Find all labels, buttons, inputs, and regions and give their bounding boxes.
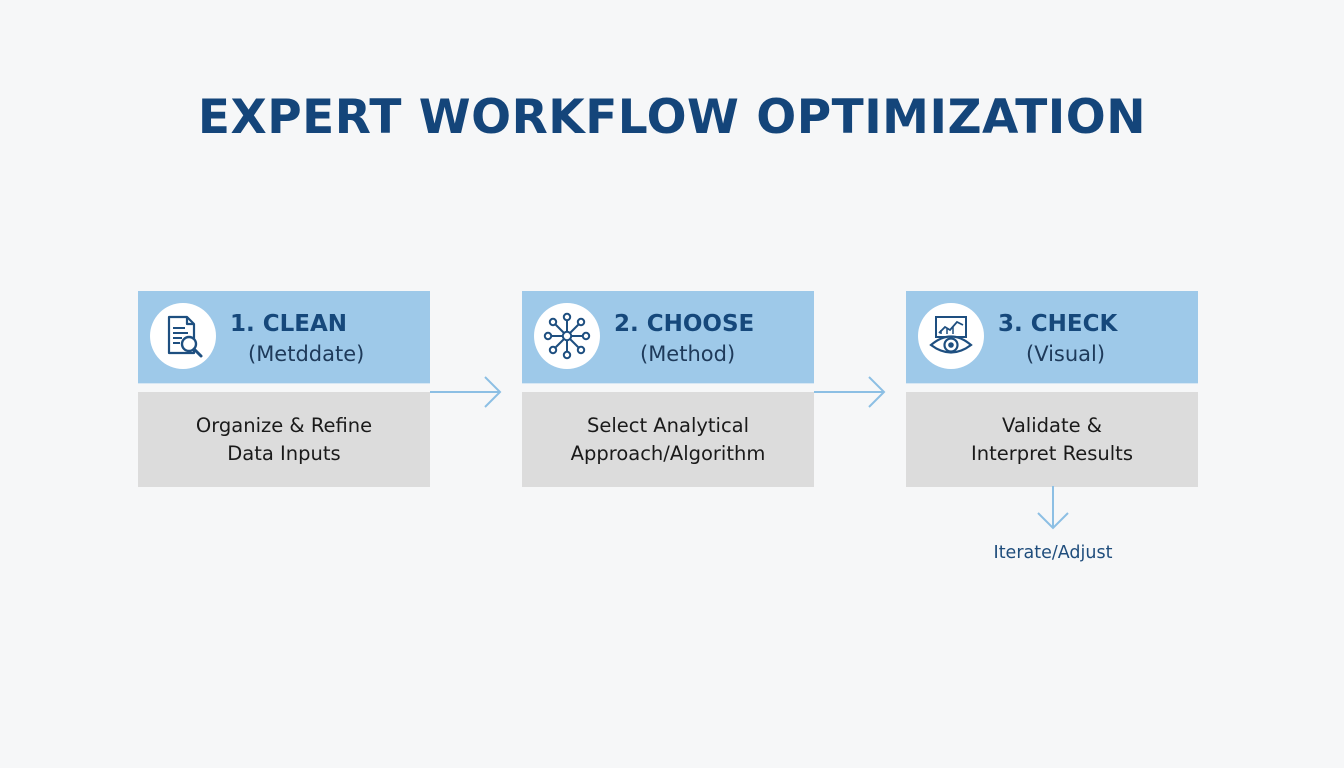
right-arrow-icon — [430, 376, 502, 408]
step-subtitle: (Visual) — [1026, 342, 1106, 366]
step-title: 2. CHOOSE — [614, 311, 755, 337]
step-description-line: Validate & — [1002, 413, 1102, 437]
right-arrow-icon — [814, 376, 886, 408]
step-description-line: Select Analytical — [586, 413, 750, 437]
iterate-label: Iterate/Adjust — [993, 543, 1113, 563]
step-description-box: Select Analytical Approach/Algorithm — [522, 392, 814, 487]
step-clean: 1. CLEAN (Metddate) Organize & Refine Da… — [138, 291, 430, 487]
step-header: 2. CHOOSE (Method) — [522, 291, 814, 384]
step-header: 1. CLEAN (Metddate) — [138, 291, 430, 384]
step-subtitle: (Method) — [640, 342, 736, 366]
step-title: 1. CLEAN — [230, 311, 348, 337]
step-check: 3. CHECK (Visual) Validate & Interpret R… — [906, 291, 1198, 487]
step-description-line: Data Inputs — [227, 441, 341, 465]
network-nodes-icon — [534, 303, 600, 369]
step-title: 3. CHECK — [998, 311, 1118, 337]
step-description-box: Validate & Interpret Results — [906, 392, 1198, 487]
step-description-line: Approach/Algorithm — [570, 441, 766, 465]
step-subtitle: (Metddate) — [248, 342, 365, 366]
step-description-line: Interpret Results — [971, 441, 1133, 465]
diagram-title: EXPERT WORKFLOW OPTIMIZATION — [197, 90, 1147, 145]
document-search-icon — [150, 303, 216, 369]
step-description-line: Organize & Refine — [195, 413, 373, 437]
down-arrow-icon — [1037, 486, 1069, 530]
chart-eye-icon — [918, 303, 984, 369]
step-description-box: Organize & Refine Data Inputs — [138, 392, 430, 487]
step-choose: 2. CHOOSE (Method) Select Analytical App… — [522, 291, 814, 487]
step-header: 3. CHECK (Visual) — [906, 291, 1198, 384]
